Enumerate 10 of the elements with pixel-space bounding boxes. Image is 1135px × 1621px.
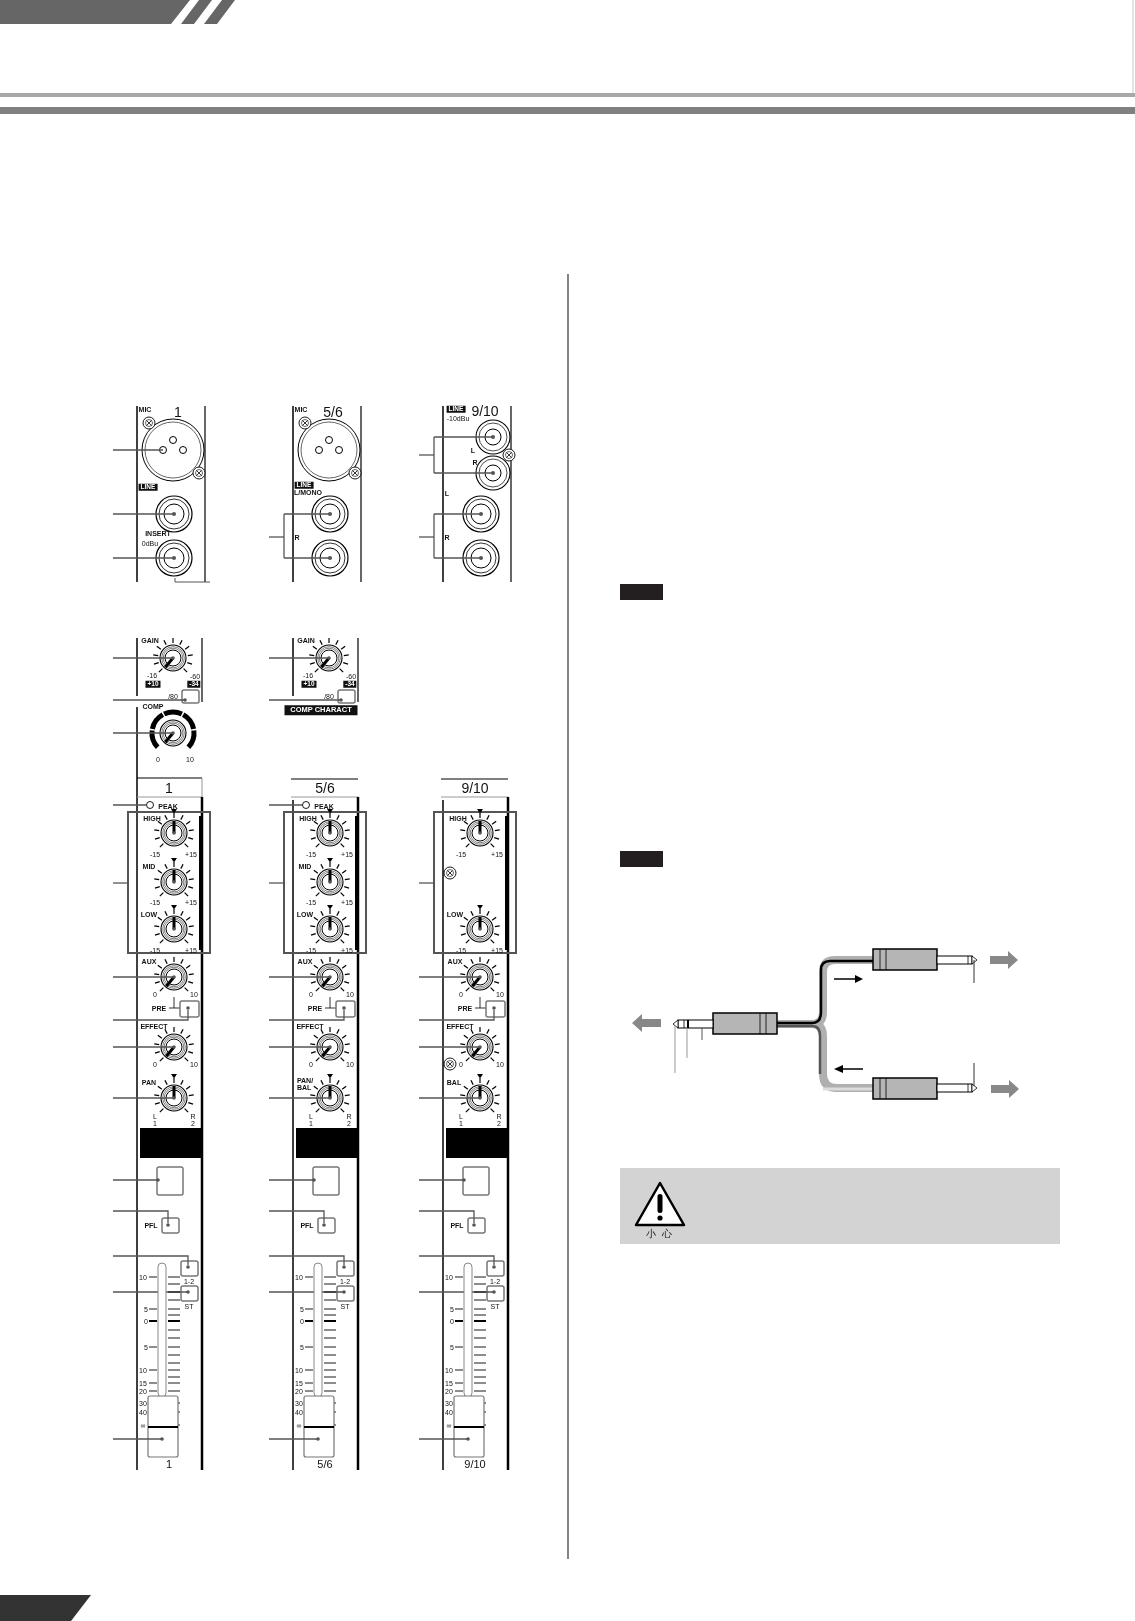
channel-number: 1 [165, 1458, 173, 1470]
channel-number: 1 [174, 405, 182, 419]
channel-number: 9/10 [471, 404, 499, 418]
channel-number: 1 [165, 781, 173, 795]
caution-label: 小心 [645, 1229, 678, 1239]
channel-number: 5/6 [323, 405, 343, 419]
channel-number: 9/10 [464, 1458, 486, 1470]
channel-number: 5/6 [317, 1458, 333, 1470]
channel-number: 9/10 [461, 781, 489, 795]
channel-number: 5/6 [315, 781, 335, 795]
